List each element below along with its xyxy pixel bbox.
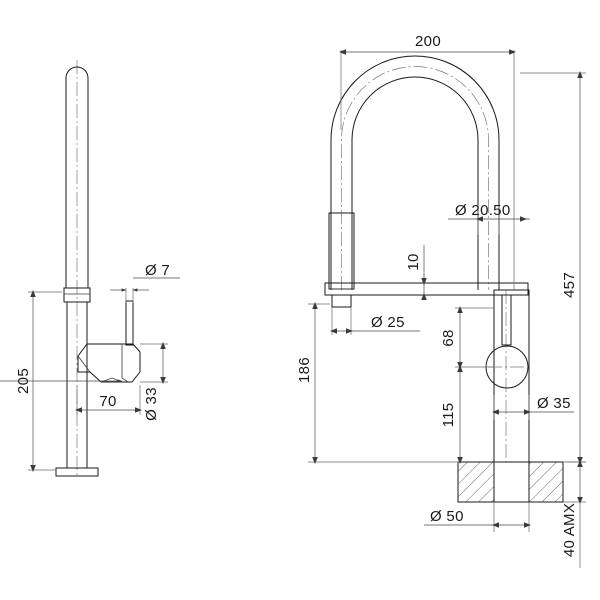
- dim-dia2050-arrow-right: [520, 216, 527, 222]
- dim-label-dia7: Ø 7: [145, 262, 170, 279]
- dimension-200: 200: [339, 33, 516, 290]
- dimension-dia2050: Ø 20.50: [448, 202, 530, 235]
- handle-lever-side: [125, 300, 134, 346]
- dim-label-70: 70: [99, 393, 116, 410]
- gooseneck-inner-left: [351, 76, 479, 290]
- dim-200-arrow-left: [339, 49, 346, 55]
- dim-label-dia50: Ø 50: [430, 508, 464, 525]
- handle-lever-front: [501, 294, 512, 346]
- dimension-186: 186: [296, 302, 460, 464]
- dimension-dia50: Ø 50: [424, 502, 531, 532]
- dim-label-457: 457: [561, 272, 578, 298]
- dim-label-186: 186: [296, 357, 313, 383]
- spout-collar-front: [324, 282, 529, 296]
- dim-457-arrow-top: [577, 71, 583, 78]
- gooseneck-outer-left: [330, 55, 500, 290]
- dimension-457: 457: [520, 71, 586, 464]
- dim-186-arrow-bottom: [312, 457, 318, 464]
- dimension-70: 70: [75, 385, 142, 415]
- dimension-10: 10: [405, 245, 427, 300]
- dim-dia35-arrow-left: [492, 409, 499, 415]
- dim-186-arrow-top: [312, 302, 318, 309]
- dim-label-dia25: Ø 25: [371, 314, 405, 331]
- dimension-dia33: Ø 33: [140, 342, 168, 421]
- dimension-115: 115: [440, 365, 463, 464]
- dim-115-arrow-top: [457, 365, 463, 372]
- handle-split-line: [121, 344, 129, 383]
- dim-dia2050-arrow-left: [476, 216, 483, 222]
- dim-label-40amx: 40 AMX: [561, 503, 578, 557]
- gooseneck-centerline: [341, 66, 489, 290]
- dimension-dia7: Ø 7: [110, 262, 180, 303]
- dim-115-arrow-bottom: [457, 457, 463, 464]
- side-elevation-view: 205 Ø 7 70 Ø 33: [0, 60, 180, 478]
- dim-200-arrow-right: [509, 49, 516, 55]
- dimension-68: 68: [440, 306, 494, 369]
- dimension-dia35: Ø 35: [492, 395, 574, 420]
- dim-label-200: 200: [415, 33, 441, 50]
- dim-dia25-arrow-right: [346, 328, 353, 334]
- handle-nose-edge: [77, 355, 91, 373]
- dim-dia33-arrow-top: [160, 342, 166, 349]
- dim-label-dia2050: Ø 20.50: [455, 202, 510, 219]
- dim-70-arrow-left: [75, 407, 82, 413]
- dim-label-68: 68: [440, 329, 457, 346]
- base-plate-side: [55, 467, 99, 477]
- dim-dia35-arrow-right: [524, 409, 531, 415]
- dim-40amx-arrow-top: [577, 460, 583, 467]
- dim-10-arrow-top: [421, 278, 427, 285]
- dim-70-arrow-right: [135, 407, 142, 413]
- dim-label-10: 10: [405, 253, 422, 270]
- dim-dia33-arrow-bottom: [160, 377, 166, 384]
- dim-label-115: 115: [440, 403, 457, 428]
- dim-label-205: 205: [15, 368, 32, 394]
- dim-label-dia35: Ø 35: [537, 395, 571, 412]
- dim-68-arrow-top: [457, 306, 463, 313]
- mounting-shank: [493, 461, 530, 503]
- dim-dia25-arrow-left: [330, 328, 337, 334]
- dim-dia50-arrow-left: [492, 522, 499, 528]
- dim-dia50-arrow-right: [524, 522, 531, 528]
- dim-40amx-arrow-bottom: [577, 497, 583, 504]
- dim-label-dia33: Ø 33: [143, 387, 160, 421]
- dimension-dia25: Ø 25: [330, 307, 420, 335]
- front-elevation-view: 200 Ø 20.50 457 10: [296, 33, 586, 568]
- dimension-205: 205: [0, 290, 123, 472]
- dimension-40amx: 40 AMX: [561, 460, 586, 568]
- spout-tube-side: [65, 66, 89, 289]
- dim-205-arrow-top: [30, 290, 36, 297]
- dim-205-arrow-bottom: [30, 465, 36, 472]
- dim-10-arrow-bottom: [421, 293, 427, 300]
